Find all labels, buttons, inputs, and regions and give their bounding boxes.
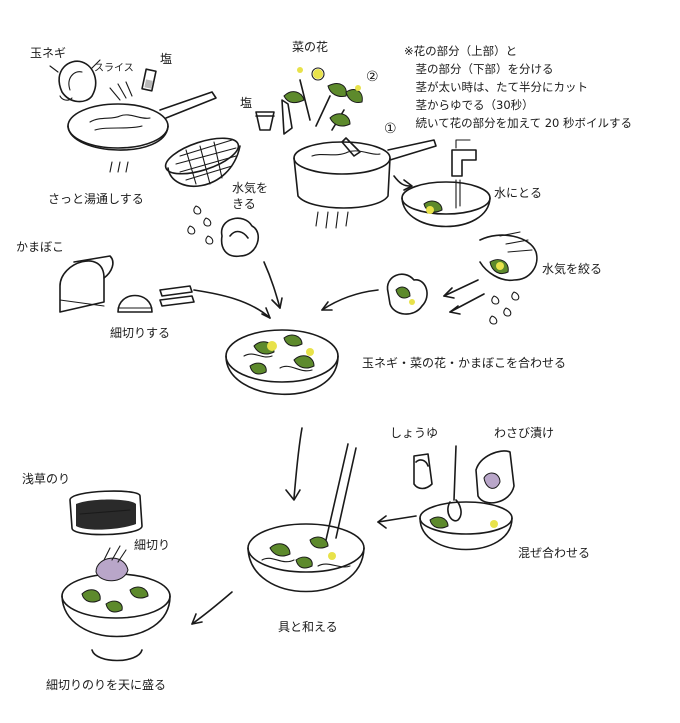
- arrow-seasoning-to-bowl: [377, 515, 417, 523]
- arrow-dress-to-serve: [191, 591, 233, 625]
- kamaboko-icon: [59, 255, 114, 313]
- arrow-pot-to-water: [393, 175, 411, 187]
- water-bowl-icon: [401, 181, 491, 228]
- label-shoyu: しょうゆ: [390, 426, 439, 440]
- burner-flames-mid: [315, 211, 349, 229]
- slice-marks: [109, 81, 133, 101]
- faucet-icon: [451, 139, 477, 209]
- note-line: ※花の部分（上部）と: [404, 44, 518, 58]
- shoyu-bottle-icon: [413, 453, 433, 490]
- label-kamaboko: かまぼこ: [16, 240, 65, 254]
- arrow-hand-to-clump-2: [449, 293, 485, 313]
- note-line: 茎からゆでる（30秒）: [404, 98, 534, 112]
- water-drops-left: [187, 205, 214, 245]
- arrow-kamaboko-to-bowl: [193, 289, 271, 319]
- seasoning-bowl-icon: [419, 501, 513, 551]
- label-squeeze: 水気を絞る: [542, 262, 603, 276]
- arrow-nanohana-to-bowl: [321, 289, 379, 311]
- label-nanohana: 菜の花: [292, 40, 329, 54]
- label-shred: 細切りする: [110, 326, 171, 340]
- label-nori: 浅草のり: [22, 472, 71, 486]
- burner-flames: [109, 161, 129, 173]
- nori-package-icon: [69, 490, 143, 536]
- label-salt-left: 塩: [160, 52, 173, 66]
- wasabi-jar-icon: [475, 450, 515, 504]
- onion-icon: [49, 59, 101, 103]
- label-salt-mid: 塩: [240, 96, 253, 110]
- dress-bowl-icon: [247, 523, 365, 593]
- label-blanch: さっと湯通しする: [48, 192, 144, 206]
- nanohana-icon: [283, 67, 363, 131]
- label-wasabi: わさび漬け: [494, 426, 555, 440]
- label-step-1: ①: [384, 121, 397, 137]
- note-line: 茎が太い時は、たて半分にカット: [404, 80, 588, 94]
- note-line: 続いて花の部分を加えて 20 秒ボイルする: [404, 116, 633, 130]
- label-slice: スライス: [94, 63, 134, 74]
- label-drain: 水気を きる: [232, 181, 269, 211]
- label-nori-shred: 細切り: [134, 538, 171, 552]
- arrow-hand-to-clump: [443, 279, 479, 297]
- instruction-note: ※花の部分（上部）と 茎の部分（下部）を分ける 茎が太い時は、たて半分にカット …: [404, 42, 632, 132]
- note-line: 茎の部分（下部）を分ける: [404, 62, 554, 76]
- label-dress: 具と和える: [278, 620, 338, 634]
- kamaboko-slice-icon: [117, 294, 153, 313]
- water-drops-right: [489, 291, 520, 325]
- label-onion: 玉ネギ: [30, 46, 67, 60]
- arrow-onion-to-bowl: [263, 261, 281, 309]
- chopsticks-icon: [325, 443, 357, 541]
- salt-shaker-icon: [141, 68, 157, 92]
- label-mix: 混ぜ合わせる: [518, 546, 591, 560]
- colander-icon: [164, 137, 241, 188]
- label-step-2: ②: [366, 69, 379, 85]
- squeezed-nanohana: [386, 273, 428, 315]
- label-serve: 細切りのりを天に盛る: [46, 678, 167, 692]
- stem-piece: [281, 99, 293, 135]
- drained-onion: [220, 217, 260, 258]
- salt-cup-icon: [255, 111, 275, 131]
- arrow-bowl-down: [293, 427, 303, 499]
- kamaboko-strips: [159, 285, 195, 307]
- mixing-bowl-icon: [225, 329, 339, 396]
- frying-pan-icon: [67, 91, 217, 151]
- spoon-icon: [447, 445, 462, 522]
- label-water: 水にとる: [494, 186, 543, 200]
- squeezing-hand-icon: [479, 231, 538, 282]
- label-combine: 玉ネギ・菜の花・かまぼこを合わせる: [362, 356, 567, 370]
- pot-icon: [293, 137, 437, 209]
- serving-bowl-icon: [61, 545, 171, 662]
